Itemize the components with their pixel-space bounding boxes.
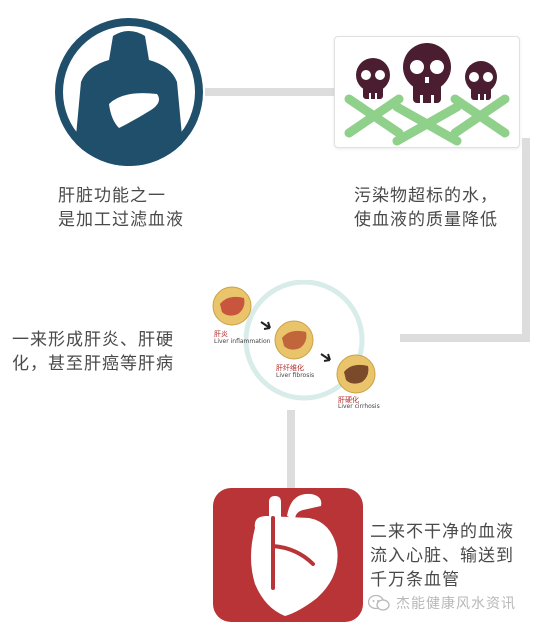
liver1-label: 肝炎 — [214, 330, 228, 338]
skull-crossbones-panel — [334, 36, 520, 148]
liver-icon — [274, 320, 314, 360]
arrow-icon — [320, 353, 331, 362]
arrow-icon — [260, 321, 271, 330]
liver2-caption: Liver fibrosis — [276, 372, 315, 379]
liver-progression-panel: 肝炎 Liver inflammation 肝纤维化 Liver fibrosi… — [200, 280, 400, 410]
watermark-text: 杰能健康风水资讯 — [396, 596, 516, 612]
liver2-label: 肝纤维化 — [276, 364, 304, 372]
liver1-caption: Liver inflammation — [214, 338, 271, 345]
heart-panel — [213, 488, 363, 622]
skull-crossbones-icon — [344, 43, 510, 146]
step1-text: 肝脏功能之一 是加工过滤血液 — [58, 186, 184, 230]
cycle-ring — [243, 280, 365, 401]
step4-text: 二来不干净的血液 流入心脏、输送到 千万条血管 — [370, 522, 514, 590]
step2-text: 污染物超标的水， 使血液的质量降低 — [354, 186, 498, 230]
step3-text: 一来形成肝炎、肝硬 化，甚至肝癌等肝病 — [12, 330, 174, 374]
liver3-caption: Liver cirrhosis — [338, 403, 380, 410]
body-liver-icon — [53, 16, 205, 168]
heart-icon — [251, 493, 338, 616]
liver-icon — [336, 354, 376, 394]
watermark: 杰能健康风水资讯 — [368, 593, 516, 613]
liver-icon — [212, 286, 252, 326]
liver3-label: 肝硬化 — [338, 396, 359, 404]
wechat-icon — [368, 594, 390, 611]
